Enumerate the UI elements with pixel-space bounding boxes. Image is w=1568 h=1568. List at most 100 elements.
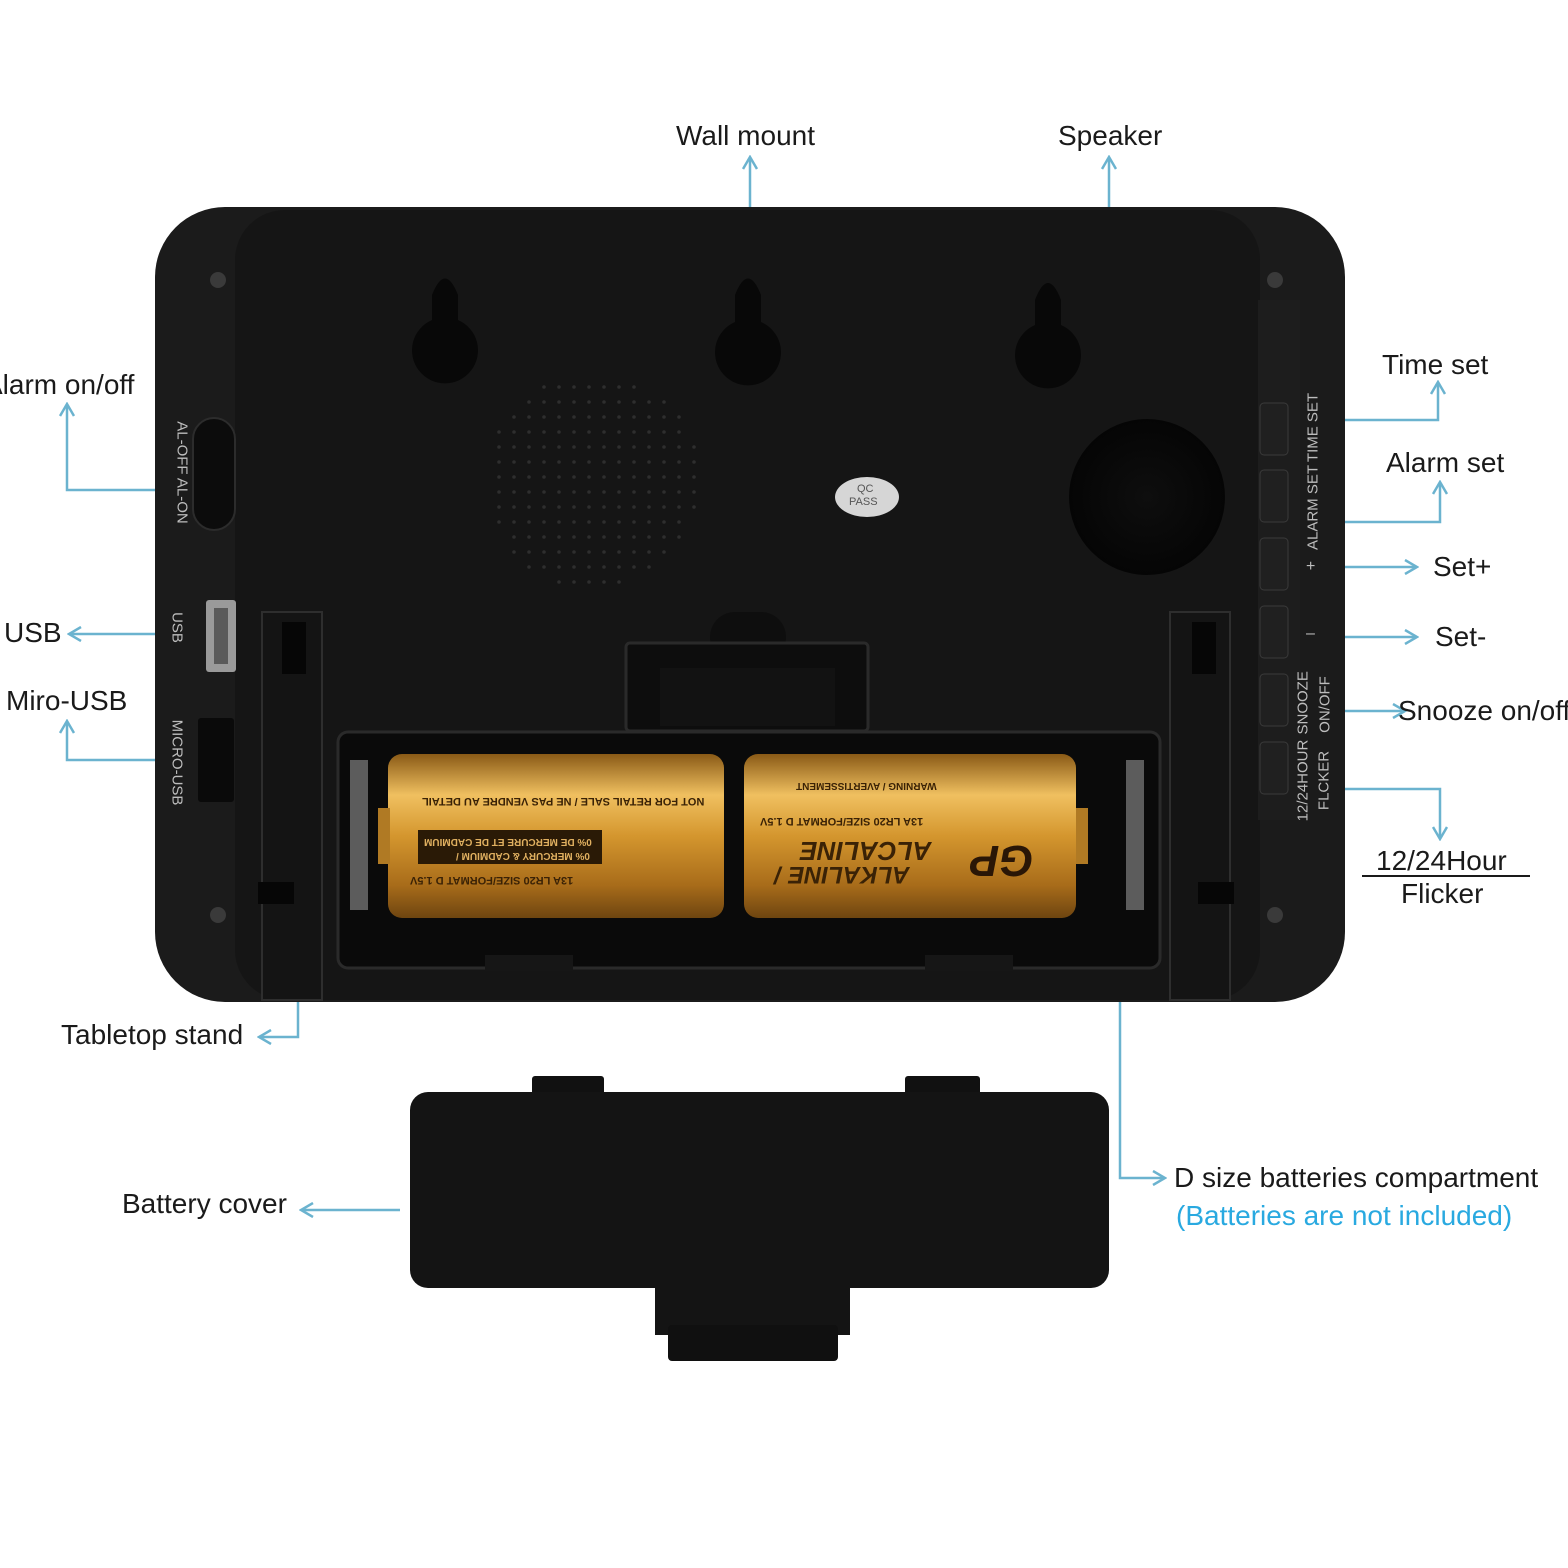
grille-hole [587, 430, 591, 434]
battery-spring [350, 760, 368, 910]
arrow-batteries [1118, 1002, 1164, 1178]
snooze-button [1259, 673, 1289, 727]
grille-hole [572, 475, 576, 479]
grille-hole [602, 565, 606, 569]
grille-hole [602, 505, 606, 509]
grille-hole [542, 445, 546, 449]
grille-hole [602, 460, 606, 464]
grille-hole [662, 520, 666, 524]
side-buttons [1259, 402, 1289, 795]
grille-hole [512, 475, 516, 479]
grille-hole [572, 385, 576, 389]
grille-hole [602, 580, 606, 584]
grille-hole [527, 535, 531, 539]
grille-hole [617, 535, 621, 539]
grille-hole [632, 520, 636, 524]
arrow-hour [1345, 787, 1440, 838]
grille-hole [662, 415, 666, 419]
battery-right-text-d: ALKALINE / [775, 861, 910, 888]
grille-hole [677, 415, 681, 419]
keyhole-mount [715, 278, 781, 386]
grille-hole [497, 460, 501, 464]
grille-hole [617, 505, 621, 509]
grille-hole [542, 475, 546, 479]
grille-hole [557, 490, 561, 494]
grille-hole [632, 475, 636, 479]
grille-hole [602, 400, 606, 404]
grille-hole [557, 460, 561, 464]
grille-hole [632, 535, 636, 539]
grille-hole [662, 490, 666, 494]
label-set-plus: Set+ [1433, 551, 1492, 582]
compartment-tab [925, 955, 1013, 971]
grille-hole [632, 445, 636, 449]
minus-button [1259, 605, 1289, 659]
grille-hole [632, 490, 636, 494]
grille-hole [527, 550, 531, 554]
grille-hole [602, 490, 606, 494]
pass-text: PASS [849, 496, 878, 508]
grille-hole [542, 415, 546, 419]
label-set-minus: Set- [1435, 621, 1487, 652]
grille-hole [512, 430, 516, 434]
grille-hole [557, 475, 561, 479]
alarm-switch-text: AL-OFF AL-ON [173, 421, 191, 524]
speaker [1069, 419, 1225, 575]
label-hour-line1: 12/24Hour [1376, 845, 1507, 876]
grille-hole [677, 535, 681, 539]
grille-hole [587, 475, 591, 479]
grille-hole [587, 535, 591, 539]
grille-hole [617, 385, 621, 389]
battery-right-terminal [1076, 808, 1088, 864]
grille-hole [662, 475, 666, 479]
grille-hole [662, 400, 666, 404]
label-snooze: Snooze on/off [1398, 695, 1568, 726]
grille-hole [527, 475, 531, 479]
grille-hole [542, 505, 546, 509]
speaker-grille [497, 385, 696, 584]
label-speaker: Speaker [1058, 120, 1163, 151]
grille-hole [542, 430, 546, 434]
grille-hole [557, 580, 561, 584]
grille-hole [647, 430, 651, 434]
grille-hole [632, 460, 636, 464]
grille-hole [677, 445, 681, 449]
screw [210, 272, 226, 288]
grille-hole [572, 400, 576, 404]
label-time-set: Time set [1382, 349, 1489, 380]
grille-hole [617, 550, 621, 554]
time-set-button [1259, 402, 1289, 456]
grille-hole [647, 460, 651, 464]
onoff-text: ON/OFF [1316, 676, 1334, 733]
arrow-tabletop-stand [260, 1002, 300, 1037]
grille-hole [692, 445, 696, 449]
grille-hole [557, 445, 561, 449]
grille-hole [512, 415, 516, 419]
grille-hole [587, 565, 591, 569]
screw [210, 907, 226, 923]
grille-hole [632, 430, 636, 434]
label-micro-usb: Miro-USB [6, 685, 128, 716]
grille-hole [677, 505, 681, 509]
grille-hole [617, 490, 621, 494]
screw [1267, 907, 1283, 923]
micro-usb-port [198, 718, 234, 802]
grille-hole [497, 430, 501, 434]
battery-left-text-b: 0% DE MERCURE ET DE CADMIUM [424, 836, 592, 847]
grille-hole [527, 460, 531, 464]
grille-hole [572, 520, 576, 524]
grille-hole [542, 520, 546, 524]
grille-hole [602, 385, 606, 389]
label-batteries-line2: (Batteries are not included) [1176, 1200, 1513, 1231]
battery-right-text-b: 13A LR20 SIZE/FORMAT D 1.5V [760, 815, 924, 827]
qc-sticker [835, 477, 899, 517]
grille-hole [677, 430, 681, 434]
connectors [67, 158, 1440, 1210]
arrow-micro-usb [67, 722, 155, 762]
label-hour-line2: Flicker [1401, 878, 1484, 909]
keyhole-mount [412, 278, 478, 384]
grille-hole [677, 490, 681, 494]
plus-button [1259, 537, 1289, 591]
grille-hole [512, 550, 516, 554]
